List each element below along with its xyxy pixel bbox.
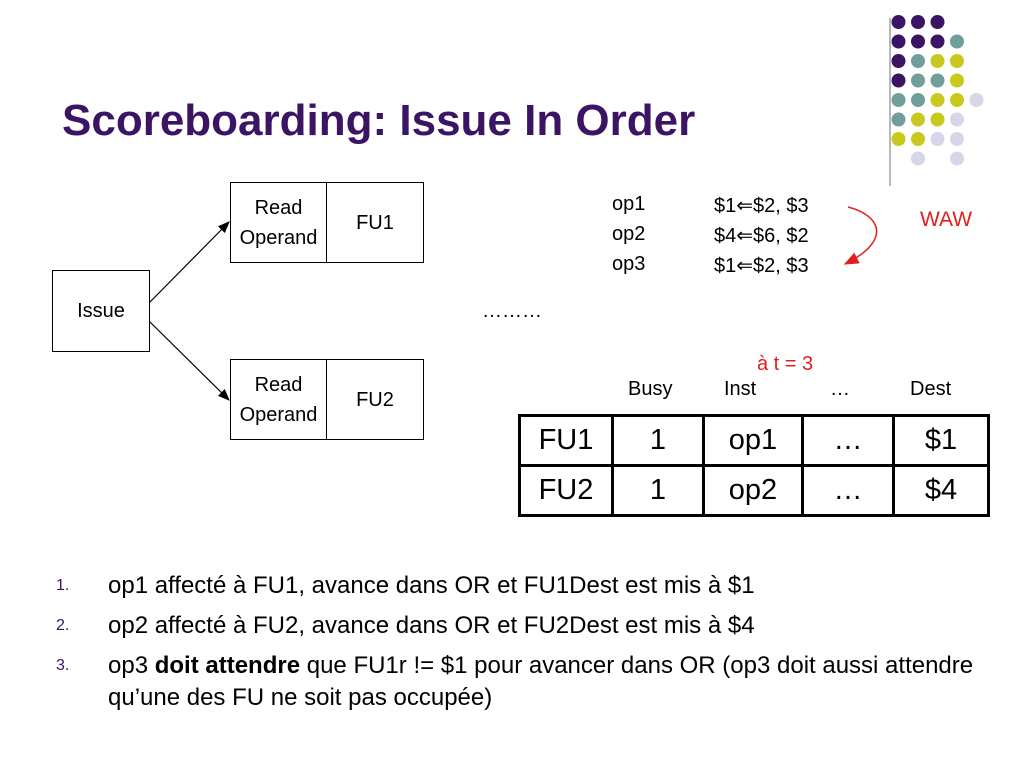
list-text: op2 affecté à FU2, avance dans OR et FU2…	[108, 612, 755, 639]
decorative-dot	[950, 112, 964, 127]
read-operand-box-1: Read Operand	[230, 182, 327, 263]
list-number: 3.	[56, 657, 70, 674]
table-cell: FU1	[518, 414, 614, 467]
issue-label: Issue	[77, 300, 125, 322]
decorative-dot	[891, 112, 906, 127]
decorative-dot	[911, 132, 925, 146]
decorative-dot	[930, 73, 945, 88]
decorative-dot	[891, 34, 906, 49]
slide-title: Scoreboarding: Issue In Order	[62, 96, 696, 145]
list-item: 3. op3 doit attendre que FU1r != $1 pour…	[56, 650, 1006, 714]
decorative-dot	[911, 93, 925, 107]
read-operand-box-2: Read Operand	[230, 359, 327, 440]
fu2-label: FU2	[356, 388, 394, 411]
issue-box: Issue	[52, 270, 150, 352]
code-instr-2: $4⇐$6, $2	[714, 225, 809, 247]
decorative-dot	[950, 93, 964, 107]
decorative-dot	[950, 34, 964, 49]
list-text: op1 affecté à FU1, avance dans OR et FU1…	[108, 572, 755, 599]
decorative-dot	[930, 93, 945, 107]
fu1-label: FU1	[356, 211, 394, 234]
list-item: 1. op1 affecté à FU1, avance dans OR et …	[56, 570, 1006, 602]
decorative-dot	[911, 54, 925, 68]
decorative-dot	[930, 132, 945, 146]
operand-label: Operand	[239, 403, 318, 426]
decorative-dot-grid	[889, 15, 984, 186]
decorative-dot	[891, 15, 906, 29]
decorative-dot	[950, 132, 964, 146]
scoreboard-table: FU1 1 op1 … $1 FU2 1 op2 … $4	[518, 414, 990, 517]
header-busy: Busy	[628, 378, 673, 400]
read-label: Read	[254, 196, 303, 219]
table-cell: 1	[611, 464, 705, 517]
header-dest: Dest	[910, 378, 952, 400]
decorative-dot	[911, 34, 925, 49]
ellipsis: ………	[482, 300, 542, 322]
decorative-dot	[930, 34, 945, 49]
table-cell: $4	[892, 464, 990, 517]
decorative-dot	[950, 151, 964, 166]
decorative-dot	[911, 73, 925, 88]
code-op-1: op1	[612, 193, 646, 215]
fu2-box: FU2	[326, 359, 424, 440]
decorative-dot	[911, 151, 925, 166]
time-label: à t = 3	[757, 353, 814, 375]
header-other: …	[830, 378, 850, 400]
table-cell: FU2	[518, 464, 614, 517]
table-cell: $1	[892, 414, 990, 467]
decorative-dot	[950, 73, 964, 88]
decorative-dot	[911, 112, 925, 127]
code-instr-3: $1⇐$2, $3	[714, 255, 809, 277]
waw-label: WAW	[920, 208, 973, 231]
list-number: 2.	[56, 617, 70, 634]
fu1-box: FU1	[326, 182, 424, 263]
table-cell: op1	[702, 414, 804, 467]
decorative-dot	[930, 54, 945, 68]
list-text-emphasis: doit attendre	[154, 652, 301, 679]
list-number: 1.	[56, 577, 70, 594]
table-cell: …	[801, 464, 895, 517]
decorative-dot	[891, 73, 906, 88]
decorative-dot	[891, 93, 906, 107]
code-instr-1: $1⇐$2, $3	[714, 195, 809, 217]
list-text: op3 doit attendre que FU1r != $1 pour av…	[108, 650, 1006, 714]
table-row: FU2 1 op2 … $4	[518, 464, 990, 517]
decorative-dot	[950, 54, 964, 68]
arrow-issue-to-read1	[149, 221, 230, 303]
decorative-dot	[911, 15, 925, 29]
decorative-dot	[891, 132, 906, 146]
code-op-3: op3	[612, 253, 646, 275]
decorative-dot	[891, 54, 906, 68]
list-text-before: op3	[108, 652, 155, 679]
code-op-2: op2	[612, 223, 646, 245]
decorative-dot	[969, 93, 984, 107]
list-text-after: que FU1r != $1 pour avancer dans OR (op3…	[108, 652, 974, 711]
operand-label: Operand	[239, 226, 318, 249]
waw-arrow	[843, 206, 878, 265]
table-cell: op2	[702, 464, 804, 517]
read-label: Read	[254, 373, 303, 396]
header-inst: Inst	[724, 378, 757, 400]
table-cell: 1	[611, 414, 705, 467]
list-item: 2. op2 affecté à FU2, avance dans OR et …	[56, 610, 1006, 642]
arrow-issue-to-read2	[149, 321, 230, 401]
table-row: FU1 1 op1 … $1	[518, 414, 990, 467]
explanation-list: 1. op1 affecté à FU1, avance dans OR et …	[56, 570, 1006, 722]
decorative-dot	[930, 15, 945, 29]
decorative-dot	[930, 112, 945, 127]
table-cell: …	[801, 414, 895, 467]
